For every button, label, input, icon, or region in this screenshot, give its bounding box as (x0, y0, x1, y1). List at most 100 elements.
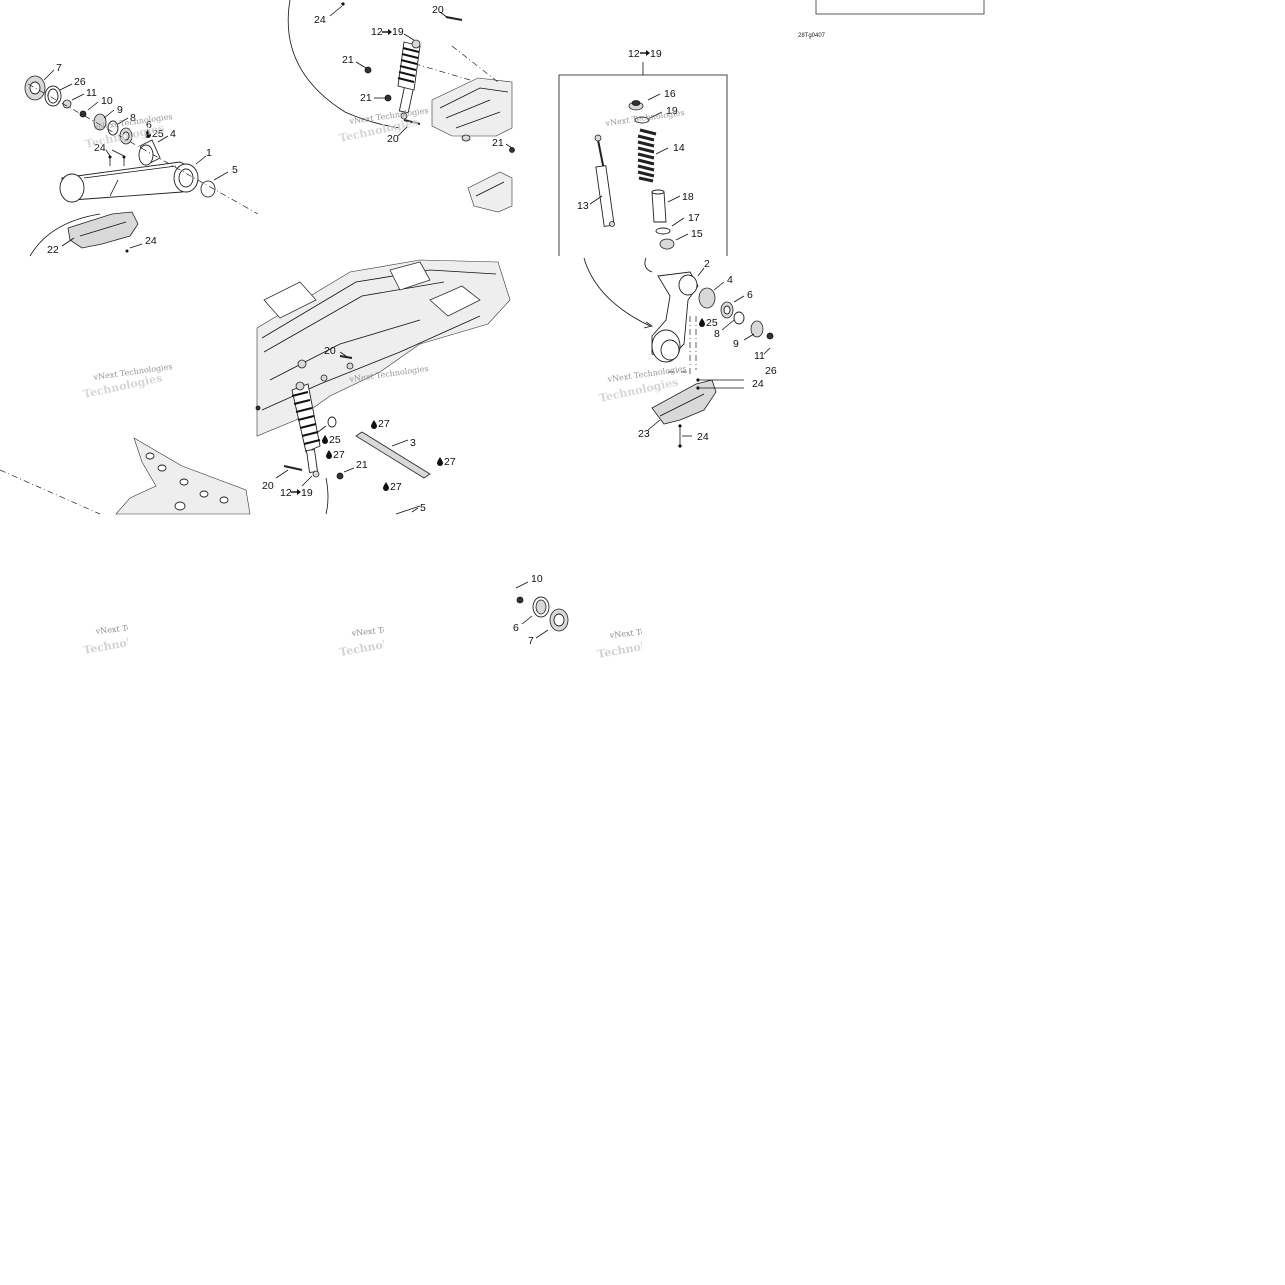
callout-24: 24 (94, 142, 106, 154)
diagram-code: 28Tg0407 (798, 33, 826, 39)
callout-19: 19 (666, 105, 678, 117)
part-3-axle (355, 431, 431, 479)
part-15-cap (659, 238, 675, 250)
part-18-bumper (651, 191, 667, 223)
callout-20: 20 (432, 4, 444, 16)
watermark-text: vNext Technologies (350, 621, 431, 638)
callout-21: 21 (342, 54, 354, 66)
part-12-shock (397, 39, 421, 120)
callout-27: 27 (333, 449, 345, 461)
legend-box (815, 0, 985, 15)
right-arrow-icon (639, 49, 651, 57)
part-13-damper (594, 134, 615, 227)
callout-10: 10 (101, 95, 113, 107)
callout-20: 20 (262, 480, 274, 492)
callout-26: 26 (74, 76, 86, 88)
watermark-text: vNext Technologies (94, 619, 175, 636)
callout-6: 6 (146, 119, 152, 131)
watermark-text: Technologies (596, 634, 678, 661)
callout-24: 24 (752, 378, 764, 390)
callout-7: 7 (528, 635, 534, 647)
grease-drop-icon (322, 435, 328, 444)
callout-23: 23 (638, 428, 650, 440)
part-10-washer (79, 110, 87, 118)
callout-20: 20 (324, 345, 336, 357)
callout-27: 27 (390, 481, 402, 493)
callout-5: 5 (420, 502, 426, 514)
part-9-hub (750, 320, 764, 338)
callout-10: 10 (531, 573, 543, 585)
callout-22: 22 (47, 244, 59, 256)
callout-1: 1 (206, 147, 212, 159)
panel-shock-components: 12 19 16 19 14 (558, 48, 728, 256)
callout-4: 4 (727, 274, 733, 286)
part-9-hub (93, 113, 107, 131)
callout-2: 2 (704, 258, 710, 270)
callout-21: 21 (492, 137, 504, 149)
grease-drop-icon (437, 457, 443, 466)
callout-25: 25 (706, 317, 718, 329)
callout-19: 19 (392, 26, 404, 38)
part-12-shock (291, 381, 321, 478)
panel-rear-frame (0, 437, 251, 515)
callout-25: 25 (152, 128, 164, 140)
callout-24: 24 (314, 14, 326, 26)
callout-27: 27 (444, 456, 456, 468)
callout-21: 21 (360, 92, 372, 104)
callout-6: 6 (513, 622, 519, 634)
callout-5: 5 (232, 164, 238, 176)
callout-24: 24 (145, 235, 157, 247)
part-5-circlip (200, 180, 216, 198)
callout-19: 19 (301, 487, 313, 499)
callout-4: 4 (170, 128, 176, 140)
right-arrow-icon (290, 488, 302, 496)
watermark-text: vNext Technologies (608, 623, 689, 640)
watermark-text: Technologies (82, 630, 164, 657)
bracket (467, 171, 513, 213)
callout-12: 12 (628, 48, 640, 60)
part-22-guard (67, 211, 139, 249)
callout-24: 24 (697, 431, 709, 443)
callout-26: 26 (765, 365, 777, 377)
grease-drop-icon (326, 450, 332, 459)
part-8-seal (733, 311, 745, 325)
callout-15: 15 (691, 228, 703, 240)
part-21-nut (364, 66, 372, 74)
callout-6: 6 (747, 289, 753, 301)
callout-11: 11 (86, 87, 97, 99)
part-8-seal (107, 120, 119, 136)
panel-frame-assembly: 20 27 25 27 3 21 27 20 12 19 27 5 (255, 259, 511, 515)
callout-13: 13 (577, 200, 589, 212)
grease-drop-icon (371, 420, 377, 429)
part-21-nut (509, 147, 515, 153)
callout-18: 18 (682, 191, 694, 203)
callout-12: 12 (371, 26, 383, 38)
panel-rear-shock: 24 20 12 19 21 21 20 21 (287, 0, 515, 213)
callout-12: 12 (280, 487, 292, 499)
callout-25: 25 (329, 434, 341, 446)
right-arrow-icon (381, 28, 393, 36)
callout-27: 27 (378, 418, 390, 430)
part-14-spring (637, 128, 657, 183)
panel-hub-assembly: 10 6 7 (513, 573, 569, 647)
clipped-watermarks: vNext Technologies Technologies vNext Te… (82, 619, 689, 661)
part-17-washer (655, 227, 671, 235)
part-4-bushing (698, 287, 716, 309)
callout-11: 11 (754, 350, 765, 362)
part-19-retainer (634, 116, 650, 124)
callout-9: 9 (733, 338, 739, 350)
part-11-nut (62, 99, 72, 109)
grease-drop-icon (699, 318, 705, 327)
watermark-text: vNext Technologies (604, 108, 685, 128)
part-10-washer (516, 596, 524, 604)
callout-3: 3 (410, 437, 416, 449)
callout-17: 17 (688, 212, 700, 224)
callout-8: 8 (714, 328, 720, 340)
panel-trailing-arm: 7 26 11 10 9 8 6 25 4 1 24 5 22 24 (24, 62, 259, 257)
part-23-guard (651, 379, 717, 425)
callout-8: 8 (130, 112, 136, 124)
watermark-text: Technologies (338, 632, 420, 659)
callout-9: 9 (117, 104, 123, 116)
